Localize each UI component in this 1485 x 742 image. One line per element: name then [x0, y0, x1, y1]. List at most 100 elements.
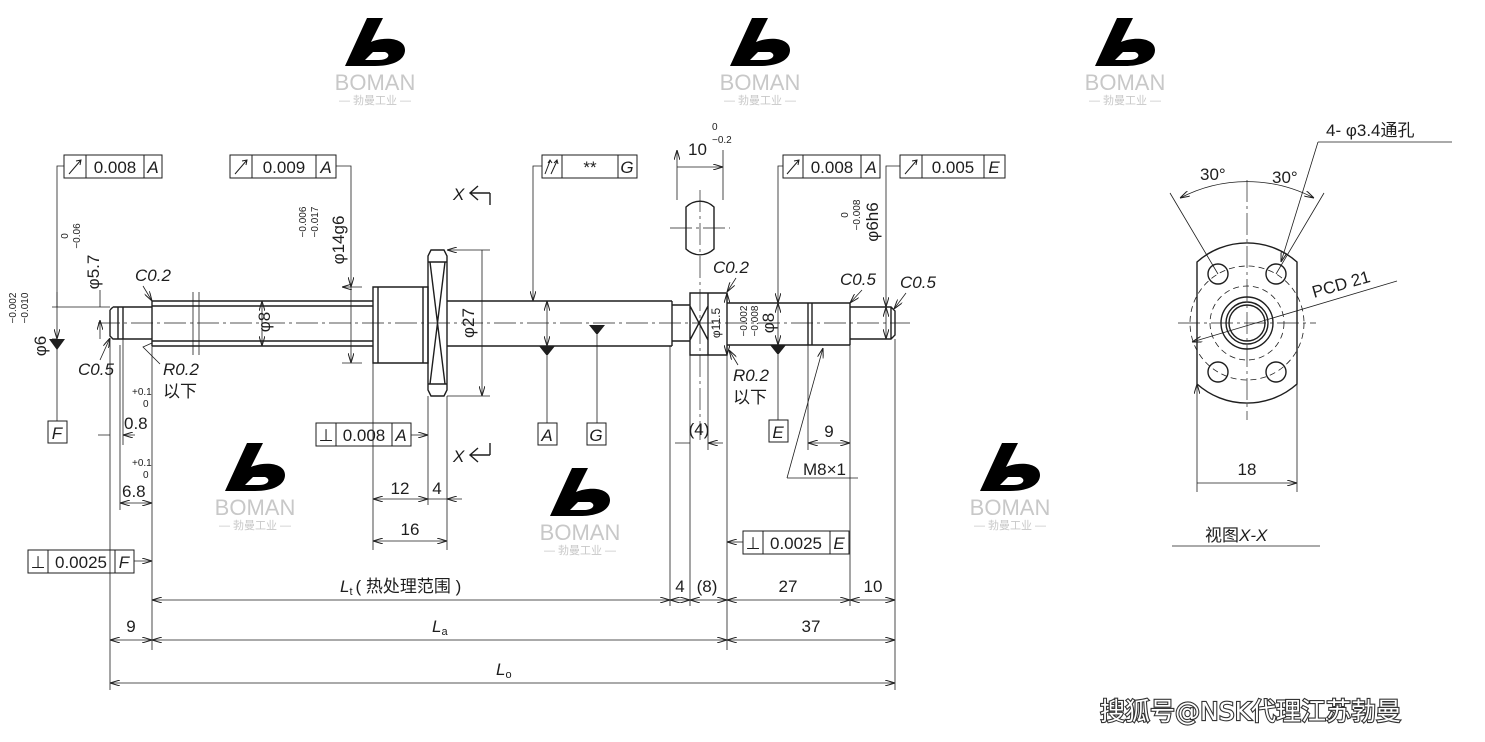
dimensions: 0.8 +0.1 0 6.8 +0.1 0 12 4 16 (4) 9 Lt( … [98, 339, 896, 690]
svg-text:— 勃曼工业 —: — 勃曼工业 — [1089, 94, 1161, 107]
section-oval-centerline [670, 190, 730, 440]
watermark-logo: BOMAN— 勃曼工业 — [970, 443, 1051, 532]
watermark-logo: BOMAN— 勃曼工业 — [540, 468, 621, 557]
svg-text:φ27: φ27 [459, 308, 478, 338]
shaft-side-view [98, 190, 910, 440]
svg-text:10: 10 [688, 140, 707, 159]
svg-text:BOMAN: BOMAN [215, 495, 296, 520]
phi57-label: φ5.7 [84, 255, 103, 290]
frame-perpendicularity-right: ⊥ 0.0025 E [742, 530, 850, 555]
svg-text:−0.006: −0.006 [298, 206, 309, 237]
section-marker-bottom: X [452, 447, 465, 466]
svg-text:−0.010: −0.010 [20, 292, 31, 323]
phi6-label: φ6 [31, 336, 50, 356]
frame-runout-nut: 0.009 A [229, 154, 337, 179]
svg-text:0.8: 0.8 [124, 414, 148, 433]
frame-perpendicularity-left: ⊥ 0.0025 F [27, 549, 135, 574]
feature-labels: φ6 −0.002 −0.010 φ5.7 0 −0.06 C0.2 C0.5 … [8, 122, 936, 479]
svg-text:0.005: 0.005 [932, 158, 975, 177]
svg-text:C0.2: C0.2 [135, 266, 171, 285]
svg-text:30°: 30° [1200, 165, 1226, 184]
holes-note: 4- φ3.4通孔 [1326, 121, 1415, 140]
svg-text:0: 0 [143, 470, 149, 481]
datum-e-label: E [772, 423, 784, 442]
svg-text:0: 0 [840, 212, 851, 218]
svg-text:10: 10 [864, 577, 883, 596]
svg-text:16: 16 [401, 520, 420, 539]
svg-text:BOMAN: BOMAN [335, 70, 416, 95]
svg-text:−0.002: −0.002 [739, 305, 750, 336]
svg-text:G: G [620, 158, 633, 177]
svg-text:9: 9 [126, 617, 135, 636]
svg-text:0.008: 0.008 [94, 158, 137, 177]
svg-text:— 勃曼工业 —: — 勃曼工业 — [339, 94, 411, 107]
datum-a-label: A [540, 426, 552, 445]
svg-text:F: F [119, 553, 131, 572]
datum-triangle-e [770, 345, 786, 355]
svg-text:φ8: φ8 [255, 312, 274, 332]
svg-text:0.008: 0.008 [811, 158, 854, 177]
svg-text:0: 0 [60, 233, 71, 239]
svg-text:E: E [988, 158, 1000, 177]
section-arrow-icon [468, 185, 491, 205]
svg-text:0.0025: 0.0025 [55, 553, 107, 572]
svg-text:+0.1: +0.1 [132, 458, 152, 469]
svg-text:— 勃曼工业 —: — 勃曼工业 — [219, 519, 291, 532]
svg-text:C0.5: C0.5 [900, 273, 936, 292]
svg-text:BOMAN: BOMAN [540, 520, 621, 545]
svg-text:0: 0 [712, 122, 718, 133]
svg-text:R0.2: R0.2 [163, 360, 199, 379]
svg-text:−0.002: −0.002 [8, 292, 19, 323]
svg-text:0: 0 [143, 399, 149, 410]
source-footer: 搜狐号@NSK代理江苏勃曼 [1100, 697, 1401, 726]
svg-text:30°: 30° [1272, 168, 1298, 187]
svg-text:0.009: 0.009 [263, 158, 306, 177]
svg-text:−0.06: −0.06 [72, 223, 83, 249]
svg-text:27: 27 [779, 577, 798, 596]
left-journal [109, 306, 152, 340]
svg-text:4: 4 [675, 577, 684, 596]
svg-text:−0.2: −0.2 [712, 135, 732, 146]
runout-icon [904, 159, 918, 175]
svg-text:φ11.5: φ11.5 [709, 308, 723, 339]
svg-text:12: 12 [391, 479, 410, 498]
svg-text:BOMAN: BOMAN [720, 70, 801, 95]
total-runout-icon [544, 159, 559, 175]
svg-text:−0.008: −0.008 [750, 305, 761, 336]
section-oval [685, 200, 715, 256]
svg-text:18: 18 [1238, 460, 1257, 479]
svg-text:— 勃曼工业 —: — 勃曼工业 — [724, 94, 796, 107]
svg-text:— 勃曼工业 —: — 勃曼工业 — [974, 519, 1046, 532]
svg-text:以下: 以下 [733, 388, 767, 407]
runout-icon [786, 159, 800, 175]
watermark-logo: BOMAN— 勃曼工业 — [335, 18, 416, 107]
watermark-logo: BOMAN— 勃曼工业 — [720, 18, 801, 107]
svg-text:+0.1: +0.1 [132, 387, 152, 398]
datum-g-label: G [589, 426, 602, 445]
svg-text:A: A [864, 158, 876, 177]
svg-text:C0.5: C0.5 [78, 360, 114, 379]
watermark-logo: BOMAN— 勃曼工业 — [1085, 18, 1166, 107]
view-x-x: 30° 30° 4- φ3.4通孔 PCD 21 18 视图X-X [1169, 121, 1452, 547]
break-mark [192, 292, 200, 355]
svg-text:0.008: 0.008 [343, 426, 386, 445]
datum-markers: F A G E [47, 325, 789, 446]
datum-f-label: F [52, 424, 64, 443]
svg-text:以下: 以下 [163, 382, 197, 401]
svg-text:BOMAN: BOMAN [1085, 70, 1166, 95]
watermark-logos: BOMAN— 勃曼工业 — BOMAN— 勃曼工业 — BOMAN— 勃曼工业 … [215, 18, 1166, 557]
svg-text:⊥: ⊥ [31, 553, 46, 572]
svg-text:E: E [833, 534, 845, 553]
svg-text:BOMAN: BOMAN [970, 495, 1051, 520]
svg-text:(4): (4) [689, 420, 710, 439]
runout-icon [68, 159, 82, 175]
lo-label: Lo [496, 660, 512, 681]
frame-perpendicularity-flange: ⊥ 0.008 A [315, 422, 412, 447]
section-arrow-icon [468, 443, 491, 463]
phi6h6-label: φ6h6 [863, 202, 882, 241]
svg-text:(8): (8) [697, 577, 718, 596]
datum-triangle-a [539, 346, 555, 356]
nut-body [372, 286, 429, 364]
